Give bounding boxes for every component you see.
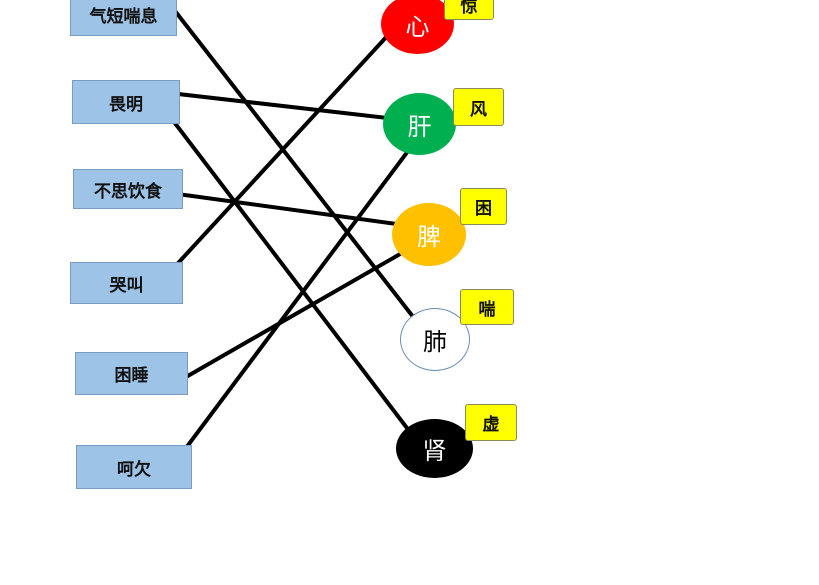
symptom-box-qiduan-chuanxi[interactable]: 气短喘息 (70, 0, 177, 36)
link-weiming-shen (166, 112, 412, 434)
symptom-box-busi-yinshi[interactable]: 不思饮食 (73, 169, 183, 209)
symptom-label: 畏明 (109, 94, 143, 115)
symptom-label: 困睡 (114, 366, 149, 386)
symptom-box-kujiao[interactable]: 哭叫 (70, 262, 183, 304)
link-heqian-gan (160, 125, 428, 482)
symptom-box-heqian[interactable]: 呵欠 (76, 445, 192, 489)
organ-circle-pi[interactable]: 脾 (392, 203, 466, 266)
symptom-label: 气短喘息 (89, 6, 158, 27)
organ-tag-fei: 喘 (460, 289, 514, 325)
symptom-box-kunshui[interactable]: 困睡 (75, 352, 188, 395)
link-kunshui-pi (184, 236, 430, 379)
symptom-label: 哭叫 (109, 275, 144, 296)
organ-tag-shen: 虚 (465, 404, 517, 441)
organ-label: 肾 (422, 437, 447, 465)
symptom-box-weiming[interactable]: 畏明 (72, 80, 180, 124)
organ-tag-gan: 风 (453, 88, 504, 126)
organ-label: 心 (405, 12, 430, 41)
symptom-label: 呵欠 (117, 459, 151, 480)
symptom-label: 不思饮食 (94, 181, 162, 202)
organ-tag-pi: 困 (460, 188, 507, 225)
link-busi-pi (161, 190, 428, 230)
organ-circle-gan[interactable]: 肝 (383, 93, 456, 155)
link-qiduan-fei (173, 9, 430, 338)
organ-tag-xin: 惊 (444, 0, 494, 20)
organ-label: 脾 (417, 223, 441, 251)
organ-label: 肺 (423, 328, 447, 356)
organ-circle-shen[interactable]: 肾 (396, 419, 473, 478)
organ-circle-xin[interactable]: 心 (381, 0, 454, 54)
link-weiming-gan (150, 89, 407, 122)
organ-label: 肝 (407, 112, 432, 141)
organ-circle-fei[interactable]: 肺 (400, 308, 470, 371)
link-kujiao-xin (166, 6, 415, 276)
